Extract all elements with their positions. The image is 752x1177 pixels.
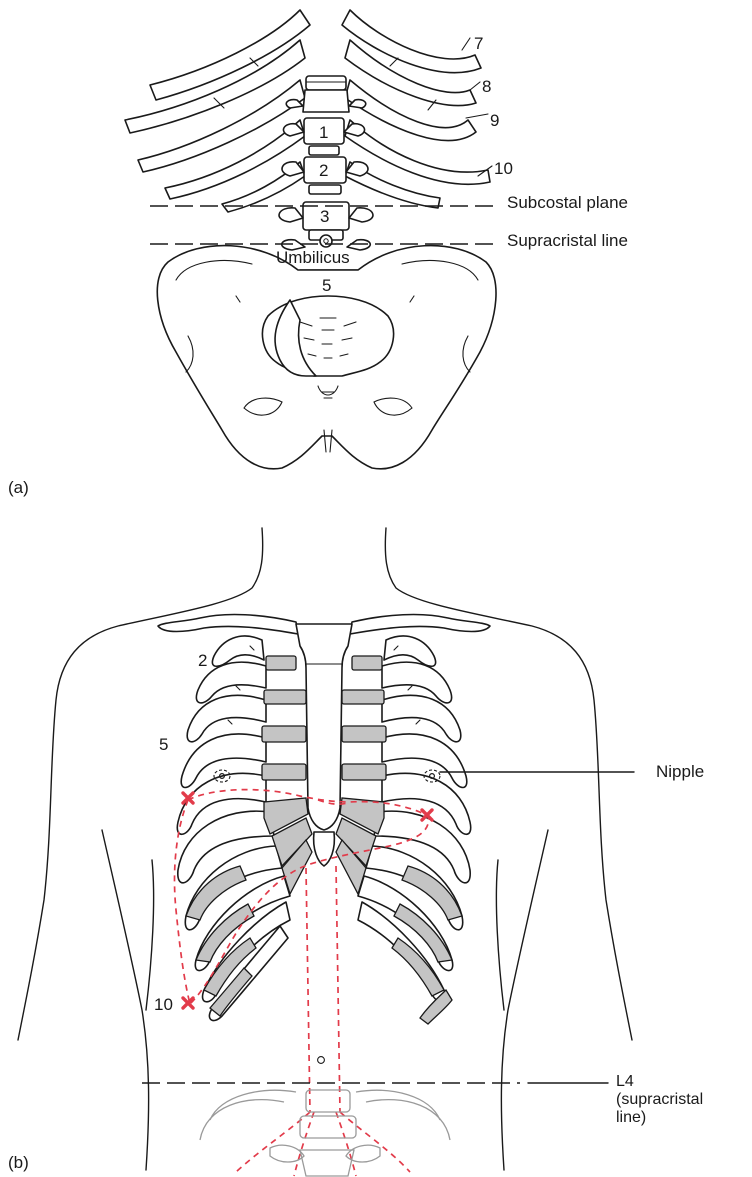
l4-label-line-2: (supracristal <box>616 1091 703 1108</box>
supracristal-line-label: Supracristal line <box>507 231 628 250</box>
rib-label-9: 9 <box>490 111 499 130</box>
l4-label-line-1: L4 <box>616 1073 634 1090</box>
pelvis-silhouette <box>200 1090 450 1176</box>
umbilicus <box>318 1057 325 1064</box>
l4-label-line-3: line) <box>616 1109 646 1126</box>
vertebra-label-3: 3 <box>320 207 329 226</box>
vertebra-label-1: 1 <box>319 123 328 142</box>
umbilicus-marker <box>320 235 332 247</box>
vertebra-label-2: 2 <box>319 161 328 180</box>
rib-cage-right <box>342 10 490 208</box>
rib-label-5: 5 <box>159 735 168 754</box>
panel-label-b: (b) <box>8 1153 29 1172</box>
subcostal-plane-label: Subcostal plane <box>507 193 628 212</box>
rib-label-10: 10 <box>494 159 513 178</box>
panel-b: 2 5 10 Nipple L4 (supracristal line) (b) <box>8 528 704 1176</box>
nipple-label: Nipple <box>656 762 704 781</box>
umbilicus-label: Umbilicus <box>276 248 350 267</box>
rib-label-8: 8 <box>482 77 491 96</box>
panel-a: 7 8 9 10 1 2 3 5 Umbilicus Subcostal pla… <box>8 10 628 497</box>
rib-label-10: 10 <box>154 995 173 1014</box>
rib-cage-left <box>125 10 310 212</box>
vertebra-label-5: 5 <box>322 276 331 295</box>
rib-label-7: 7 <box>474 34 483 53</box>
rib-label-2: 2 <box>198 651 207 670</box>
l4-label: L4 (supracristal line) <box>616 1073 703 1126</box>
panel-label-a: (a) <box>8 478 29 497</box>
abdominal-guide-lines <box>236 866 410 1176</box>
